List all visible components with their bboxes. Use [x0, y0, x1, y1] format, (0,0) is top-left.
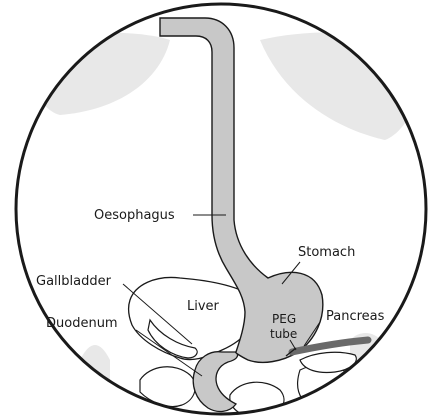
gallbladder-label: Gallbladder: [36, 274, 112, 289]
pancreas-label: Pancreas: [326, 309, 385, 324]
right-rib-shape: [350, 333, 385, 419]
oesophagus-label: Oesophagus: [94, 208, 175, 223]
left-rib-shape: [80, 345, 110, 419]
liver-label: Liver: [187, 299, 220, 314]
peg-label-line1: PEG: [272, 312, 296, 326]
right-lung-shape: [260, 32, 421, 140]
peg-label-line2: tube: [270, 327, 297, 341]
duodenum: [193, 352, 237, 412]
stomach-label: Stomach: [298, 245, 355, 260]
duodenum-label: Duodenum: [46, 316, 118, 331]
